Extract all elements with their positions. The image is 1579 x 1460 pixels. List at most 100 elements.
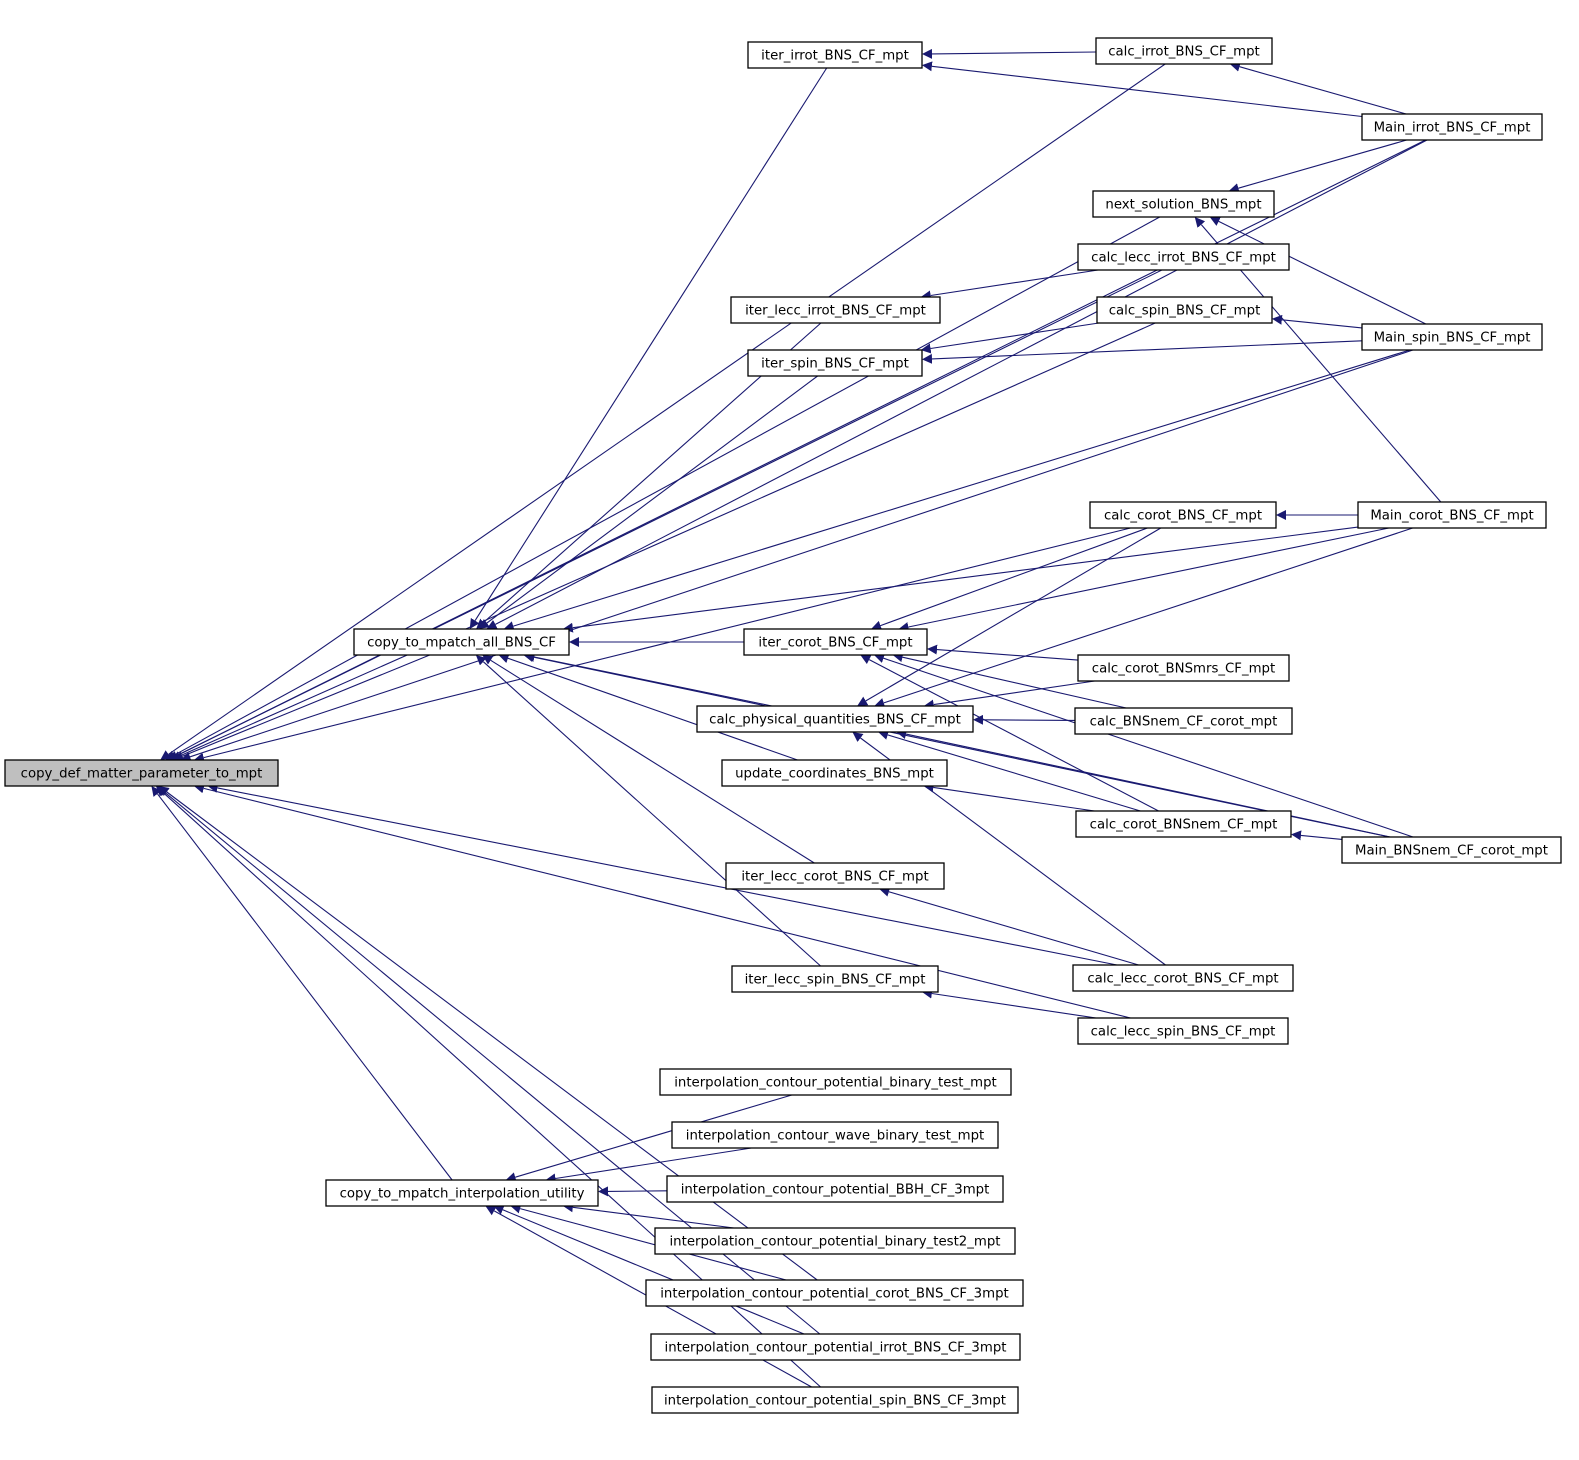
node-calc_corot[interactable]: calc_corot_BNS_CF_mpt [1089,501,1277,529]
node-box [696,705,974,733]
node-label: interpolation_contour_potential_irrot_BN… [665,1341,1007,1356]
node-calc_lecc_irrot[interactable]: calc_lecc_irrot_BNS_CF_mpt [1077,243,1290,271]
edge-calc_spin-to-iter_spin [920,322,1099,354]
edge-calc_corot-to-calc_phys [857,527,1162,706]
node-label: next_solution_BNS_mpt [1105,198,1261,213]
nodes-layer: copy_def_matter_parameter_to_mpt copy_to_… [4,37,1562,1414]
edge-calc_lecc_spin-to-iter_lecc_spin [922,988,1097,1019]
node-label: interpolation_contour_potential_corot_BN… [660,1287,1009,1302]
edge-main_irrot-to-cpall [486,139,1428,630]
edge-main_irrot-to-iter_irrot [921,61,1363,118]
node-label: calc_corot_BNSmrs_CF_mpt [1092,662,1275,677]
node-box [1077,654,1290,682]
node-label: iter_lecc_corot_BNS_CF_mpt [741,870,928,885]
edge-ic_pot_bbh-to-cpinterp [598,1186,668,1197]
node-box [721,759,948,787]
node-iter_corot[interactable]: iter_corot_BNS_CF_mpt [743,628,928,656]
edge-main_corot-to-cpall [562,526,1359,633]
node-box [353,628,570,656]
node-box [743,628,928,656]
node-calc_phys[interactable]: calc_physical_quantities_BNS_CF_mpt [696,705,974,733]
node-next_sol[interactable]: next_solution_BNS_mpt [1092,190,1275,218]
edge-ic_pot_irrot-to-cpinterp [493,1205,805,1335]
node-iter_spin[interactable]: iter_spin_BNS_CF_mpt [747,349,923,377]
node-label: Main_irrot_BNS_CF_mpt [1374,121,1531,136]
edge-iter_spin-to-cpall [478,375,818,629]
node-root[interactable]: copy_def_matter_parameter_to_mpt [4,759,279,787]
edge-calc_corot_nem-to-iter_corot [860,654,1159,812]
node-label: calc_spin_BNS_CF_mpt [1109,304,1261,319]
node-label: Main_corot_BNS_CF_mpt [1370,509,1533,524]
edge-calc_lecc_spin-to-root [193,783,1131,1019]
node-ic_pot_corot[interactable]: interpolation_contour_potential_corot_BN… [645,1279,1024,1307]
node-box [731,965,939,993]
edge-calc_corot-to-iter_corot [871,527,1148,631]
node-update_coord[interactable]: update_coordinates_BNS_mpt [721,759,948,787]
node-ic_pot_bin2[interactable]: interpolation_contour_potential_binary_t… [654,1227,1016,1255]
node-cpinterp[interactable]: copy_to_mpatch_interpolation_utility [325,1179,599,1207]
edge-calc_corot_nem-to-update_coord [923,782,1095,812]
node-calc_lecc_spin[interactable]: calc_lecc_spin_BNS_CF_mpt [1077,1017,1289,1045]
node-ic_pot_irrot[interactable]: interpolation_contour_potential_irrot_BN… [650,1333,1021,1361]
node-iter_lecc_spin[interactable]: iter_lecc_spin_BNS_CF_mpt [731,965,939,993]
edge-main_irrot-to-calc_irrot [1229,61,1407,115]
edge-next_sol-to-root [165,216,1160,760]
node-iter_irrot[interactable]: iter_irrot_BNS_CF_mpt [747,41,923,69]
node-calc_irrot[interactable]: calc_irrot_BNS_CF_mpt [1095,37,1273,65]
edge-calc_nem_corot-to-calc_phys [973,714,1076,725]
node-box [1361,113,1543,141]
node-label: calc_lecc_corot_BNS_CF_mpt [1087,972,1278,987]
node-box [747,41,923,69]
node-box [666,1175,1004,1203]
node-ic_pot_spin[interactable]: interpolation_contour_potential_spin_BNS… [651,1386,1019,1414]
node-calc_corot_nem[interactable]: calc_corot_BNSnem_CF_mpt [1075,810,1292,838]
edge-iter_lecc_corot-to-cpall [482,654,815,864]
node-label: calc_lecc_spin_BNS_CF_mpt [1091,1025,1276,1040]
node-box [650,1333,1021,1361]
node-calc_corot_mrs[interactable]: calc_corot_BNSmrs_CF_mpt [1077,654,1290,682]
node-label: calc_corot_BNS_CF_mpt [1104,509,1262,524]
node-iter_lecc_corot[interactable]: iter_lecc_corot_BNS_CF_mpt [725,862,945,890]
edge-calc_spin-to-root [170,322,1156,761]
node-main_corot[interactable]: Main_corot_BNS_CF_mpt [1357,501,1547,529]
node-box [1075,810,1292,838]
edge-main_spin-to-calc_spin [1271,314,1363,329]
node-label: calc_BNSnem_CF_corot_mpt [1090,715,1278,730]
node-label: Main_spin_BNS_CF_mpt [1374,331,1531,346]
node-calc_lecc_corot[interactable]: calc_lecc_corot_BNS_CF_mpt [1072,964,1294,992]
node-main_irrot[interactable]: Main_irrot_BNS_CF_mpt [1361,113,1543,141]
node-box [1089,501,1277,529]
node-box [1072,964,1294,992]
edge-calc_corot-to-root [193,527,1131,763]
edge-calc_corot_mrs-to-calc_phys [923,680,1095,710]
node-label: interpolation_contour_potential_binary_t… [669,1235,1000,1250]
node-calc_spin[interactable]: calc_spin_BNS_CF_mpt [1096,296,1273,324]
edge-ic_pot_bin2-to-cpinterp [562,1202,735,1229]
node-box [659,1068,1012,1096]
edge-calc_lecc_corot-to-iter_lecc_corot [879,887,1139,966]
node-ic_pot_bbh[interactable]: interpolation_contour_potential_BBH_CF_3… [666,1175,1004,1203]
edge-calc_lecc_irrot-to-root [167,269,1158,761]
node-label: iter_lecc_spin_BNS_CF_mpt [745,973,926,988]
node-label: Main_BNSnem_CF_corot_mpt [1355,844,1548,859]
node-main_nem[interactable]: Main_BNSnem_CF_corot_mpt [1341,836,1562,864]
node-label: calc_lecc_irrot_BNS_CF_mpt [1091,251,1276,266]
node-main_spin[interactable]: Main_spin_BNS_CF_mpt [1361,323,1543,351]
node-ic_wave_bin[interactable]: interpolation_contour_wave_binary_test_m… [671,1121,999,1149]
node-box [1357,501,1547,529]
node-cpall[interactable]: copy_to_mpatch_all_BNS_CF [353,628,570,656]
edge-update_coord-to-cpall [498,653,798,761]
node-ic_pot_bin[interactable]: interpolation_contour_potential_binary_t… [659,1068,1012,1096]
edge-calc_lecc_corot-to-root [207,782,1118,966]
node-box [1077,1017,1289,1045]
node-label: calc_physical_quantities_BNS_CF_mpt [709,713,961,728]
node-box [725,862,945,890]
node-box [4,759,279,787]
edge-calc_lecc_irrot-to-iter_lecc_irrot [920,269,1099,301]
node-calc_nem_corot[interactable]: calc_BNSnem_CF_corot_mpt [1074,707,1293,735]
edge-cpall-to-root [173,654,430,761]
edge-calc_corot_nem-to-calc_phys [878,730,1141,812]
node-label: iter_spin_BNS_CF_mpt [761,357,909,372]
node-iter_lecc_irrot[interactable]: iter_lecc_irrot_BNS_CF_mpt [730,296,941,324]
edge-cpinterp-to-root [151,785,453,1181]
